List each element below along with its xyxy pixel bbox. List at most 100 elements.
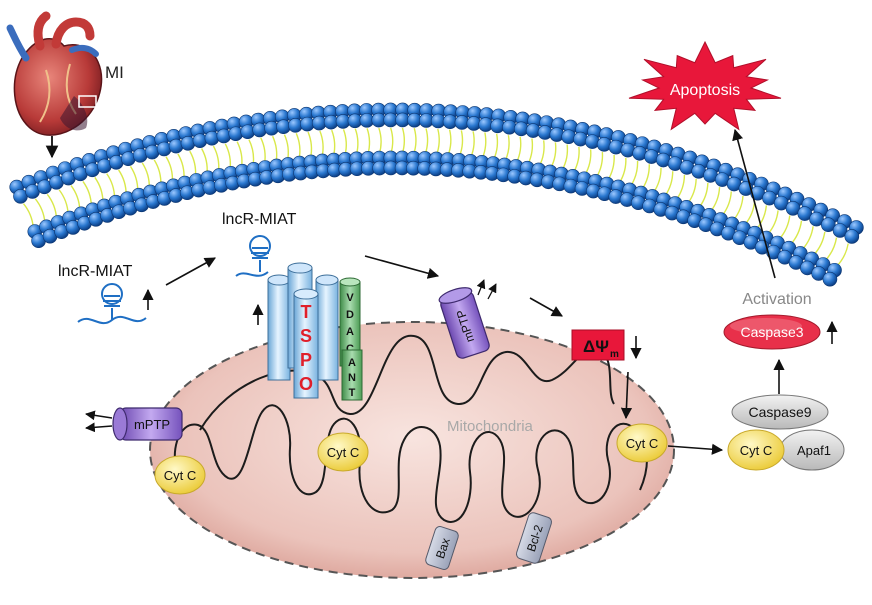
ant-letter-n: N: [348, 372, 356, 384]
mptp-left-arrow-1: [85, 410, 113, 421]
tspo-letter-s: S: [300, 326, 312, 346]
lipid-head: [168, 138, 184, 154]
rna-hairpin-icon-left: [77, 283, 147, 325]
lipid-tail: [283, 134, 289, 161]
lipid-tail: [470, 131, 475, 158]
lipid-tail: [189, 150, 197, 177]
bcl2-protein: Bcl-2: [515, 512, 553, 564]
lipid-head: [809, 211, 824, 227]
lipid-tail: [177, 153, 185, 180]
delta-psi-subscript: m: [610, 349, 619, 360]
caspase3-node: Caspase3: [723, 314, 821, 350]
lipid-tail: [812, 231, 826, 256]
lipid-head: [192, 133, 208, 148]
mptp-left-label: mPTP: [134, 417, 170, 432]
lipid-tail: [106, 173, 116, 199]
mptp-left-arrow-2: [85, 422, 113, 433]
ant-letter-a: A: [348, 357, 356, 369]
lipid-tail: [141, 162, 150, 189]
lipid-head: [216, 128, 232, 144]
lipid-head: [561, 129, 576, 145]
mptp-center-arrow-1: [476, 279, 486, 296]
cytc-to-apoptosome-arrow: [667, 443, 724, 455]
lipid-tail: [129, 166, 139, 192]
miat-to-membrane-arrow: [165, 257, 216, 286]
lipid-head: [844, 229, 860, 244]
lipid-tail: [835, 243, 849, 268]
lipid-tail: [481, 132, 487, 159]
apoptosis-label: Apoptosis: [670, 82, 740, 99]
lipid-tail: [165, 156, 174, 183]
delta-psi-label: ΔΨ: [583, 337, 609, 356]
lipid-tail: [295, 133, 301, 160]
vdac-letter-d: D: [346, 309, 354, 321]
lipid-tail: [413, 127, 417, 155]
lipid-tail: [260, 137, 266, 164]
lipid-tail: [378, 127, 382, 155]
cyt-c-right-label: Cyt C: [626, 436, 659, 451]
mptp-center-channel: mPTP: [438, 287, 490, 359]
lipid-tail: [652, 167, 662, 193]
vdac-letter-a: A: [346, 326, 354, 338]
lipid-tail: [721, 191, 732, 217]
cell-membrane-bilayer: [9, 102, 864, 287]
lipid-head: [180, 135, 196, 151]
ant-channel: A N T: [341, 349, 363, 401]
activation-label: Activation: [742, 291, 811, 308]
lipid-tail: [561, 144, 569, 171]
lipid-tail: [607, 154, 615, 181]
lipid-tail: [70, 185, 81, 211]
lipid-tail: [515, 136, 522, 163]
rna-hairpin-icon-top: [235, 235, 271, 277]
deltapsi-to-cytc-arrow: [620, 371, 633, 420]
mi-label: MI: [105, 63, 124, 82]
lipid-tail: [118, 169, 127, 195]
vdac-letter-v: V: [346, 292, 354, 304]
lipid-tail: [664, 171, 674, 197]
lipid-tail: [248, 139, 255, 166]
cyt-c-center: Cyt C: [317, 432, 369, 472]
lipid-tail: [584, 149, 592, 176]
lipid-tail: [447, 129, 452, 156]
ant-letter-t: T: [349, 387, 356, 399]
lipid-tail: [331, 129, 336, 157]
lncr-miat-top-label: lncR-MIAT: [222, 211, 297, 228]
lipid-tail: [307, 131, 313, 159]
tspo-letter-t: T: [301, 302, 312, 322]
lipid-tail: [224, 143, 232, 170]
caspase9-label: Caspase9: [748, 404, 811, 420]
tspo-letter-o: O: [299, 374, 313, 394]
lipid-tail: [641, 164, 650, 190]
mptp-center-arrow-2: [487, 283, 497, 300]
lipid-tail: [630, 160, 639, 187]
cyt-c-left-label: Cyt C: [164, 468, 197, 483]
vdac-letter-c: C: [346, 343, 354, 355]
cyt-c-center-label: Cyt C: [327, 445, 360, 460]
lipid-tail: [778, 215, 791, 240]
lipid-tail: [82, 181, 93, 207]
lipid-tail: [698, 182, 709, 208]
apoptosis-burst: [628, 40, 782, 131]
mitochondria-label: Mitochondria: [447, 418, 534, 435]
bax-label: Bax: [433, 536, 453, 560]
heart-icon: [6, 11, 103, 136]
lipid-tail: [618, 157, 627, 184]
lipid-tail: [366, 128, 371, 155]
lipid-head: [821, 217, 836, 233]
lipid-tail: [390, 127, 394, 155]
cyt-c-complex-label: Cyt C: [740, 443, 773, 458]
lipid-tail: [538, 140, 545, 167]
lipid-tail: [675, 174, 686, 201]
lipid-tail: [22, 203, 34, 228]
bax-protein: Bax: [425, 526, 459, 570]
cyt-c-right: Cyt C: [616, 423, 668, 463]
apoptosome-complex: Caspase9 Apaf1 Cyt C: [727, 394, 845, 471]
lipid-head: [573, 131, 588, 147]
lipid-head: [228, 126, 244, 142]
lipid-tail: [435, 128, 440, 156]
lipid-tail: [504, 135, 510, 162]
lipid-tail: [732, 195, 744, 221]
lipid-tail: [595, 152, 604, 178]
caspase3-label: Caspase3: [740, 324, 803, 340]
lipid-tail: [401, 127, 406, 155]
